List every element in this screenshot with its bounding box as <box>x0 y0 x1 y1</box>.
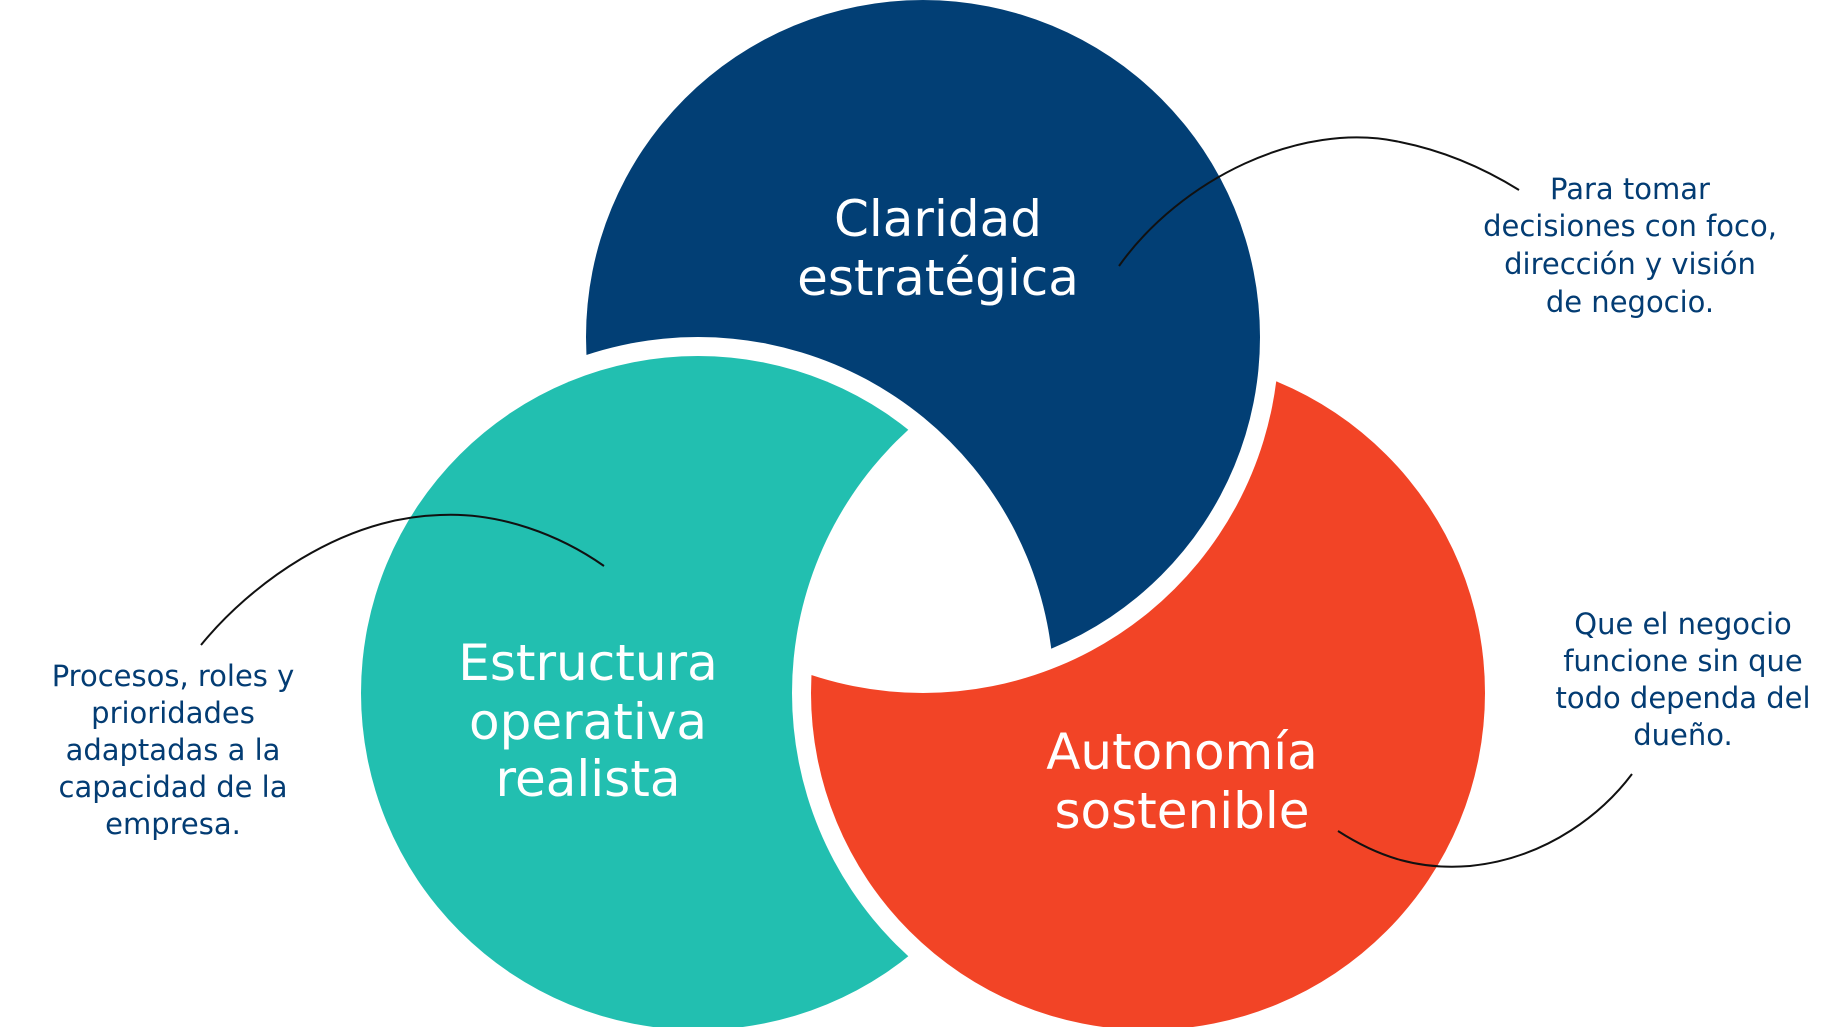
connector-autonomia <box>1337 773 1633 868</box>
note-line: de negocio. <box>1546 285 1714 319</box>
note-line: dirección y visión <box>1504 247 1756 281</box>
autonomia-label: Autonomía sostenible <box>1046 723 1318 840</box>
estructura-note: Procesos, roles y prioridades adaptadas … <box>52 659 295 841</box>
autonomia-segment <box>811 356 1485 1027</box>
label-line: Claridad <box>834 190 1042 248</box>
connector-estructura <box>200 513 605 646</box>
note-line: adaptadas a la <box>66 733 281 767</box>
note-line: capacidad de la <box>59 770 288 804</box>
label-line: Autonomía <box>1046 723 1318 781</box>
note-line: Que el negocio <box>1574 607 1792 641</box>
note-line: Para tomar <box>1550 172 1710 206</box>
note-line: decisiones con foco, <box>1483 209 1777 243</box>
label-line: realista <box>496 750 681 808</box>
estructura-label: Estructura operativa realista <box>458 634 717 808</box>
note-line: todo dependa del <box>1555 681 1810 715</box>
label-line: operativa <box>469 693 707 751</box>
claridad-label: Claridad estratégica <box>797 190 1079 307</box>
note-line: dueño. <box>1633 718 1732 752</box>
note-line: empresa. <box>105 807 241 841</box>
label-line: Estructura <box>458 634 717 692</box>
note-line: Procesos, roles y <box>52 659 295 693</box>
label-line: sostenible <box>1054 782 1309 840</box>
autonomia-note: Que el negocio funcione sin que todo dep… <box>1555 607 1810 752</box>
note-line: prioridades <box>91 696 255 730</box>
claridad-note: Para tomar decisiones con foco, direcció… <box>1483 172 1777 319</box>
connector-claridad <box>1118 136 1520 267</box>
label-line: estratégica <box>797 249 1079 307</box>
note-line: funcione sin que <box>1563 644 1803 678</box>
